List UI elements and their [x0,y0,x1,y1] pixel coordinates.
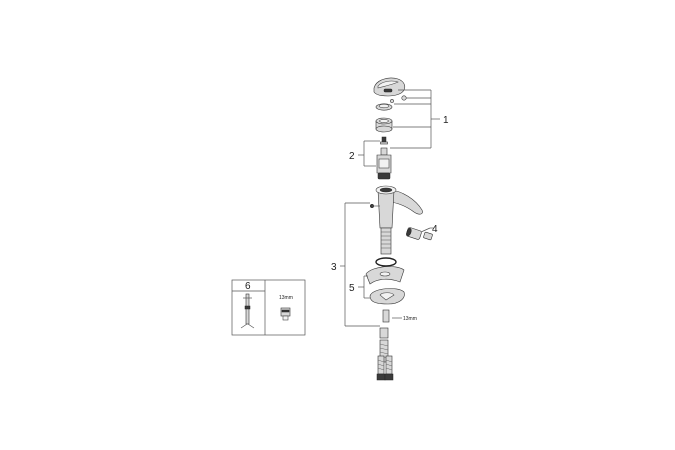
aerator-key [423,231,433,241]
o-ring [375,257,397,267]
hose-nut-right [384,373,394,381]
aerator-assembly [406,227,433,241]
handle-assembly [373,77,407,133]
set-screw [401,95,407,101]
cartridge-assembly [376,136,392,180]
handle-top [377,80,399,89]
cartridge-screw [381,136,387,143]
threaded-shank [380,227,392,255]
callout-3: 3 [331,262,337,273]
index-cap [390,99,394,103]
spindle-tool [240,293,255,329]
spout [387,189,423,215]
callout-5: 5 [349,283,355,294]
hose-nut-left [376,373,386,381]
dimension-label: 13mm [403,316,417,322]
callout-2: 2 [349,151,355,162]
callout-1: 1 [443,115,449,126]
callout-4: 4 [432,224,438,235]
faucet-body [369,185,423,255]
inset-dimension-label: 13mm [279,295,293,301]
callout-4-leaders [420,227,434,233]
nut-tool [280,307,291,321]
inset-number: 6 [245,281,251,292]
hose-fitting-top [379,327,389,339]
callout-5-leaders [358,275,370,299]
fixing-nut [382,309,402,323]
cartridge-stem [380,147,388,156]
cartridge-base [377,172,391,180]
connection-hoses [376,327,394,381]
callout-1-leaders [390,89,440,149]
handle-slot [383,88,393,93]
body-column [377,189,395,229]
callout-3-bracket [340,202,380,327]
mounting-assembly [365,257,405,305]
callout-2-leaders [358,140,380,167]
tools-inset: 6 13mm [231,279,306,336]
